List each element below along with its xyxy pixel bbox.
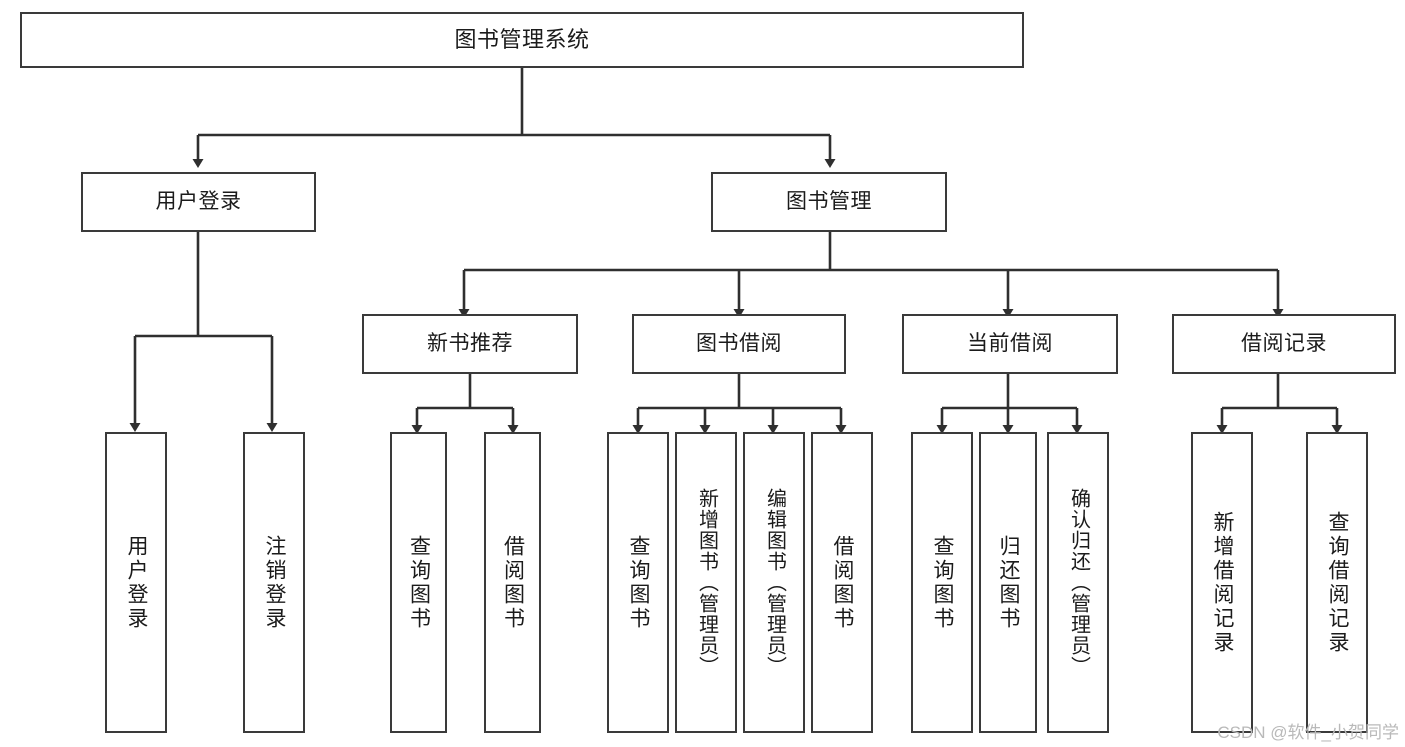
leaf-edit-book-admin[interactable]: 编辑图书（管理员） xyxy=(743,432,805,733)
node-label: 注销登录 xyxy=(263,534,287,631)
node-label: 新增图书（管理员） xyxy=(695,488,718,677)
node-label: 查询图书 xyxy=(627,534,651,631)
node-borrow-records[interactable]: 借阅记录 xyxy=(1172,314,1396,374)
leaf-add-book-admin[interactable]: 新增图书（管理员） xyxy=(675,432,737,733)
node-book-management[interactable]: 图书管理 xyxy=(711,172,947,232)
node-label: 图书管理系统 xyxy=(454,26,590,52)
node-label: 新书推荐 xyxy=(427,332,513,356)
node-label: 新增借阅记录 xyxy=(1211,510,1235,655)
node-label: 借阅记录 xyxy=(1241,332,1327,356)
node-root-book-management-system[interactable]: 图书管理系统 xyxy=(20,12,1024,68)
node-label: 查询图书 xyxy=(407,534,431,631)
leaf-add-borrow-record[interactable]: 新增借阅记录 xyxy=(1191,432,1253,733)
leaf-borrow-book[interactable]: 借阅图书 xyxy=(811,432,873,733)
leaf-query-book-new[interactable]: 查询图书 xyxy=(390,432,447,733)
watermark: CSDN @软件_小贺同学 xyxy=(1217,723,1399,742)
leaf-user-login[interactable]: 用户登录 xyxy=(105,432,167,733)
node-label: 用户登录 xyxy=(155,190,242,214)
node-label: 编辑图书（管理员） xyxy=(763,488,786,677)
node-label: 查询借阅记录 xyxy=(1326,510,1350,655)
leaf-query-book-current[interactable]: 查询图书 xyxy=(911,432,973,733)
node-label: 查询图书 xyxy=(931,534,955,631)
node-label: 归还图书 xyxy=(997,534,1021,631)
leaf-return-book[interactable]: 归还图书 xyxy=(979,432,1037,733)
leaf-confirm-return-admin[interactable]: 确认归还（管理员） xyxy=(1047,432,1109,733)
node-book-borrow[interactable]: 图书借阅 xyxy=(632,314,846,374)
node-label: 图书借阅 xyxy=(696,332,782,356)
node-label: 用户登录 xyxy=(125,534,149,631)
node-label: 确认归还（管理员） xyxy=(1067,488,1090,677)
node-label: 借阅图书 xyxy=(831,534,855,631)
node-label: 图书管理 xyxy=(786,190,872,214)
node-user-login[interactable]: 用户登录 xyxy=(81,172,316,232)
leaf-query-book-borrow[interactable]: 查询图书 xyxy=(607,432,669,733)
leaf-logout[interactable]: 注销登录 xyxy=(243,432,305,733)
node-new-book-recommend[interactable]: 新书推荐 xyxy=(362,314,578,374)
leaf-borrow-book-new[interactable]: 借阅图书 xyxy=(484,432,541,733)
node-label: 当前借阅 xyxy=(967,332,1053,356)
leaf-query-borrow-record[interactable]: 查询借阅记录 xyxy=(1306,432,1368,733)
node-current-borrow[interactable]: 当前借阅 xyxy=(902,314,1118,374)
node-label: 借阅图书 xyxy=(501,534,525,631)
